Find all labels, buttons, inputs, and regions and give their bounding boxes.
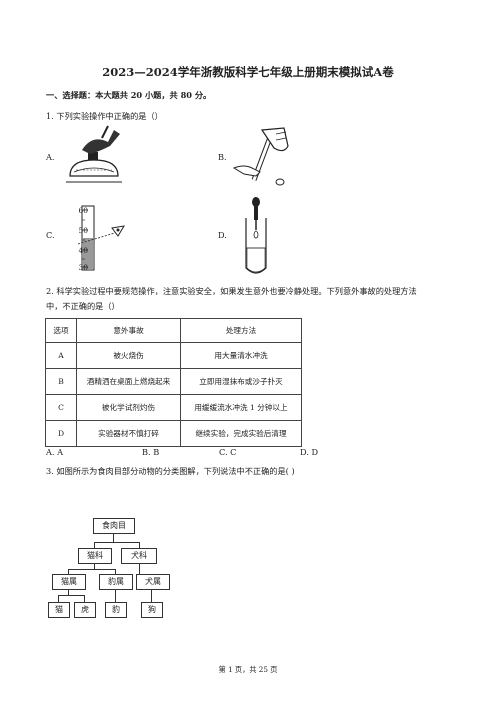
tree-node-genus-canis: 犬属 [136, 574, 170, 590]
tree-connector [84, 595, 85, 603]
table-cell: 继续实验，完成实验后清理 [180, 420, 302, 447]
tree-node-order: 食肉目 [93, 518, 135, 534]
q1-option-c-label[interactable]: C. [46, 230, 55, 240]
tree-node-family-canidae: 犬科 [121, 548, 157, 564]
question-2-stem-line2: 中，不正确的是（） [46, 301, 120, 311]
accident-table: 选项 意外事故 处理方法 A 被火烧伤 用大量清水冲洗 B 酒精洒在桌面上燃烧起… [45, 318, 302, 447]
question-3-stem: 3. 如图所示为食肉目部分动物的分类图解，下列说法中不正确的是( ) [46, 466, 295, 476]
tree-node-species-cat: 猫 [48, 602, 70, 618]
table-row: C 被化学试剂灼伤 用缓缓流水冲洗 1 分钟以上 [45, 394, 302, 421]
tree-node-species-tiger: 虎 [74, 602, 96, 618]
table-cell: D [45, 420, 77, 447]
table-header-row: 选项 意外事故 处理方法 [45, 318, 302, 343]
tree-connector [94, 563, 95, 569]
page-title: 2023—2024学年浙教版科学七年级上册期末模拟试A卷 [102, 65, 394, 79]
tree-connector [94, 542, 140, 543]
tree-connector [113, 533, 114, 542]
tree-node-species-leopard: 豹 [105, 602, 127, 618]
q2-answer-d[interactable]: D. D [300, 447, 319, 457]
table-header-option: 选项 [45, 318, 77, 343]
question-2-stem-line1: 2. 科学实验过程中要规范操作，注意实验安全，如果发生意外也要冷静处理。下列意外… [46, 286, 417, 296]
tree-connector [58, 595, 84, 596]
q1-option-b-label[interactable]: B. [218, 152, 227, 162]
cylinder-tick-40: 40 [78, 246, 88, 255]
tree-connector [139, 542, 140, 549]
alcohol-lamp-lighting-icon [66, 125, 122, 183]
q2-answer-c[interactable]: C. C [219, 447, 237, 457]
table-row: D 实验器材不慎打碎 继续实验，完成实验后清理 [45, 420, 302, 447]
q2-answer-b[interactable]: B. B [142, 447, 160, 457]
cylinder-tick-60: 60 [78, 206, 88, 215]
tree-connector [68, 569, 116, 570]
tree-node-genus-felis: 猫属 [52, 574, 86, 590]
tree-connector [94, 542, 95, 549]
section-heading: 一、选择题：本大题共 20 小题，共 80 分。 [46, 90, 212, 100]
table-cell: 酒精洒在桌面上燃烧起来 [76, 368, 181, 395]
q2-answer-a[interactable]: A. A [46, 447, 64, 457]
table-header-accident: 意外事故 [76, 318, 181, 343]
cylinder-tick-50: 50 [78, 226, 88, 235]
graduated-cylinder-reading-icon [77, 205, 125, 271]
cylinder-tick-30: 30 [78, 263, 88, 272]
tree-node-species-dog: 狗 [141, 602, 163, 618]
tree-node-family-felidae: 猫科 [78, 548, 112, 564]
table-cell: B [45, 368, 77, 395]
table-cell: C [45, 394, 77, 421]
table-row: A 被火烧伤 用大量清水冲洗 [45, 342, 302, 369]
tree-node-genus-panthera: 豹属 [99, 574, 133, 590]
table-cell: 立即用湿抹布或沙子扑灭 [180, 368, 302, 395]
question-1-stem: 1. 下列实验操作中正确的是（） [46, 111, 163, 121]
tree-connector [115, 569, 116, 575]
table-cell: A [45, 342, 77, 369]
tree-connector [115, 589, 116, 603]
q1-option-a-label[interactable]: A. [46, 152, 55, 162]
table-cell: 用大量清水冲洗 [180, 342, 302, 369]
test-tube-pouring-icon [232, 127, 289, 186]
table-cell: 被化学试剂灼伤 [76, 394, 181, 421]
tree-connector [58, 595, 59, 603]
table-cell: 被火烧伤 [76, 342, 181, 369]
tree-connector [68, 589, 69, 595]
dropper-test-tube-icon [245, 197, 267, 274]
tree-connector [68, 569, 69, 575]
table-header-treatment: 处理方法 [180, 318, 302, 343]
tree-connector [139, 563, 140, 575]
page-footer: 第 1 页，共 25 页 [218, 665, 278, 674]
table-cell: 实验器材不慎打碎 [76, 420, 181, 447]
tree-connector [151, 589, 152, 603]
table-row: B 酒精洒在桌面上燃烧起来 立即用湿抹布或沙子扑灭 [45, 368, 302, 395]
q1-option-d-label[interactable]: D. [218, 230, 227, 240]
table-cell: 用缓缓流水冲洗 1 分钟以上 [180, 394, 302, 421]
